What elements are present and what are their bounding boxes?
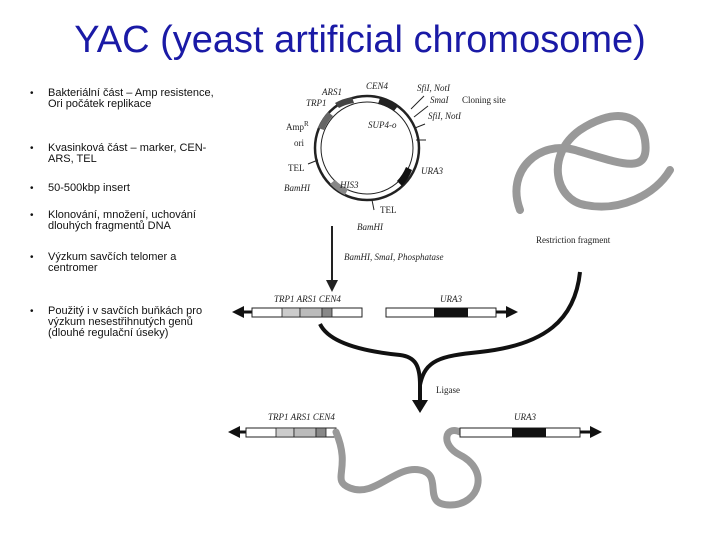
- right-arm-label: URA3: [440, 294, 462, 304]
- digest-arrow-head: [326, 280, 338, 292]
- arms-merge-curve: [318, 322, 422, 386]
- trp1-segment: [318, 112, 333, 130]
- tel-left-label: TEL: [288, 163, 305, 173]
- bullet-text: Výzkum savčích telomer a centromer: [48, 251, 177, 274]
- left-arm-label: TRP1 ARS1 CEN4: [274, 294, 341, 304]
- left-arm: [232, 306, 363, 318]
- amp-label: AmpR: [286, 120, 309, 132]
- bullet-text: Použitý i v savčích buňkách pro výzkum n…: [48, 305, 203, 339]
- insert-dna-squiggle: [332, 427, 482, 509]
- ars1-segment: [335, 97, 354, 108]
- his3-segment: [330, 180, 348, 195]
- his3-label: HIS3: [339, 180, 359, 190]
- ori-label: ori: [294, 138, 304, 148]
- bamhi-left-label: BamHI: [284, 183, 311, 193]
- ligase-arrow-head: [412, 400, 428, 413]
- fragment-merge-curve: [418, 271, 582, 386]
- plasmid-circle: [307, 94, 429, 211]
- bullet-marker: •: [30, 252, 34, 263]
- final-right-label: URA3: [514, 412, 536, 422]
- bullet-marker: •: [30, 183, 34, 194]
- bullet-text: 50-500kbp insert: [48, 182, 130, 194]
- right-arm: [385, 306, 518, 318]
- ura3-segment: [397, 167, 412, 186]
- bamhi-bottom-label: BamHI: [357, 222, 384, 232]
- cen4-segment: [378, 98, 398, 111]
- restriction-fragment-squiggle: [512, 112, 674, 214]
- bullet-marker: •: [30, 210, 34, 221]
- bullet-marker: •: [30, 88, 34, 99]
- digest-label: BamHI, SmaI, Phosphatase: [344, 252, 444, 262]
- ligase-label: Ligase: [436, 385, 460, 395]
- bullet-text: Bakteriální část – Amp resistence, Ori p…: [48, 87, 214, 110]
- bullet-marker: •: [30, 143, 34, 154]
- ura3-label: URA3: [421, 166, 443, 176]
- cen4-label: CEN4: [366, 81, 389, 91]
- bullet-text: Kvasinková část – marker, CEN-ARS, TEL: [48, 142, 207, 165]
- trp1-label: TRP1: [306, 98, 327, 108]
- sfil-noti-top-label: SfiI, NotI: [417, 83, 451, 93]
- tel-bottom-label: TEL: [380, 205, 397, 215]
- cloning-site-label: Cloning site: [462, 95, 506, 105]
- final-right-arm: [459, 426, 602, 438]
- sup4o-label: SUP4-o: [368, 120, 397, 130]
- final-left-label: TRP1 ARS1 CEN4: [268, 412, 335, 422]
- final-left-arm: [228, 426, 337, 438]
- ars1-label: ARS1: [321, 87, 342, 97]
- slide-title: YAC (yeast artificial chromosome): [74, 19, 646, 61]
- restriction-fragment-label: Restriction fragment: [536, 235, 611, 245]
- smai-label: SmaI: [430, 95, 449, 105]
- bullet-marker: •: [30, 306, 34, 317]
- bullet-text: Klonování, množení, uchování dlouhých fr…: [48, 209, 196, 232]
- sfil-noti-bottom-label: SfiI, NotI: [428, 111, 462, 121]
